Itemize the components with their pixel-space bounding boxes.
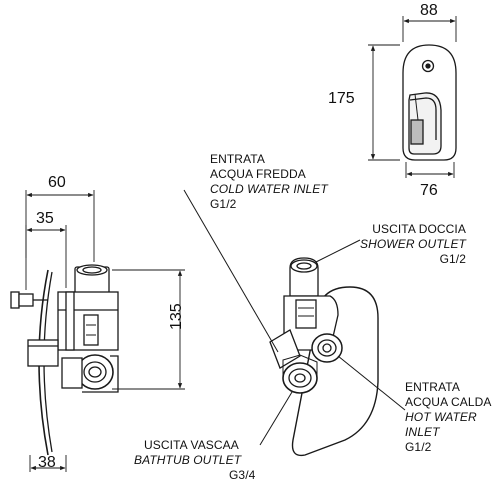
dim-side-plate: 38 (38, 454, 56, 471)
bathtub-outlet-it: USCITA VASCAA (144, 438, 239, 452)
dim-side-overall-depth: 60 (48, 174, 66, 191)
perspective-view (269, 257, 379, 457)
label-hot-water-inlet: ENTRATA ACQUA CALDA HOT WATER INLET G1/2 (405, 380, 491, 455)
label-shower-outlet: USCITA DOCCIA SHOWER OUTLET G1/2 (360, 222, 466, 267)
shower-outlet-size: G1/2 (439, 252, 466, 266)
dim-top-bottom-width: 76 (420, 182, 438, 199)
hot-inlet-en2: INLET (405, 425, 440, 439)
dim-side-height: 135 (168, 303, 185, 330)
hot-inlet-it: ENTRATA (405, 380, 460, 394)
side-view (10, 190, 185, 472)
leader-lines (183, 189, 406, 446)
cold-inlet-it2: ACQUA FREDDA (210, 167, 306, 181)
label-bathtub-outlet: USCITA VASCAA BATHTUB OUTLET G3/4 (134, 438, 255, 483)
hot-inlet-it2: ACQUA CALDA (405, 395, 492, 409)
bathtub-outlet-size: G3/4 (229, 468, 256, 482)
dim-side-body-depth: 35 (36, 210, 54, 227)
cold-inlet-en: COLD WATER INLET (210, 182, 328, 196)
dim-top-height: 175 (328, 90, 355, 107)
bathtub-outlet-en: BATHTUB OUTLET (134, 453, 242, 467)
shower-outlet-en: SHOWER OUTLET (360, 237, 466, 251)
hot-inlet-en: HOT WATER (405, 410, 477, 424)
label-cold-water-inlet: ENTRATA ACQUA FREDDA COLD WATER INLET G1… (210, 152, 328, 212)
cold-inlet-it: ENTRATA (210, 152, 265, 166)
shower-outlet-it: USCITA DOCCIA (372, 222, 466, 236)
front-view (368, 16, 457, 178)
cold-inlet-size: G1/2 (210, 197, 237, 211)
hot-inlet-size: G1/2 (405, 440, 432, 454)
dim-top-width: 88 (420, 2, 438, 19)
